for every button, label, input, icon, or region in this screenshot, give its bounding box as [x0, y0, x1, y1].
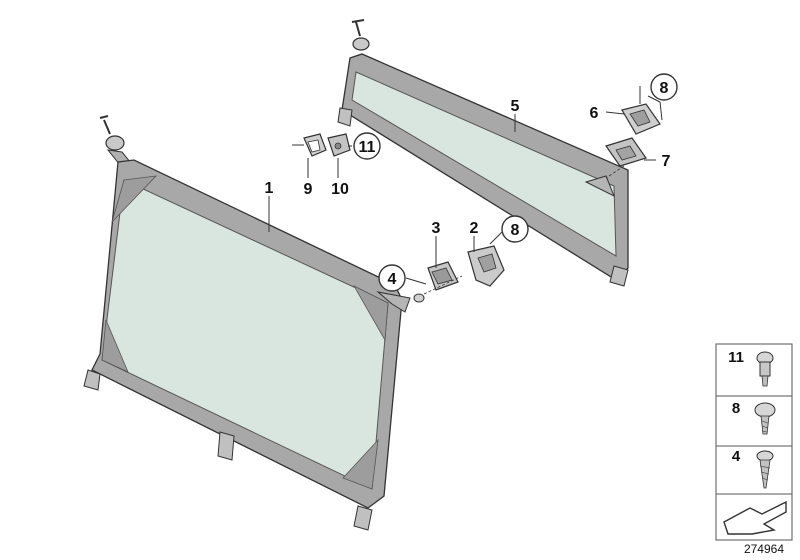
upper-net-panel — [351, 71, 617, 257]
svg-text:1: 1 — [265, 180, 274, 197]
svg-text:9: 9 — [304, 181, 313, 198]
svg-text:5: 5 — [511, 98, 520, 115]
callout-8-lower: 8 — [501, 215, 529, 243]
pan-head-screw-icon — [754, 402, 776, 435]
callout-4: 4 — [378, 264, 406, 292]
part-6-bracket[interactable] — [621, 103, 661, 135]
svg-text:11: 11 — [728, 349, 744, 366]
part-9-clip[interactable] — [292, 133, 327, 157]
svg-text:11: 11 — [359, 139, 376, 156]
svg-text:10: 10 — [331, 181, 349, 198]
callout-9: 9 — [304, 181, 313, 198]
fastener-legend: 11 8 4 — [715, 343, 793, 541]
legend-row-11: 11 — [728, 349, 774, 387]
callout-5: 5 — [511, 98, 520, 115]
svg-text:8: 8 — [660, 80, 669, 97]
partition-net-upper[interactable] — [337, 19, 629, 287]
callout-10: 10 — [331, 181, 349, 198]
upper-net-top-hook — [351, 19, 370, 51]
callout-1: 1 — [265, 180, 274, 197]
part-7-bracket[interactable] — [605, 137, 647, 179]
callout-11: 11 — [353, 132, 381, 160]
direction-arrow-icon — [723, 500, 787, 535]
shoulder-bolt-icon — [756, 351, 774, 387]
leader-lines — [268, 86, 663, 285]
part-4-screw[interactable] — [413, 275, 463, 303]
callout-6: 6 — [590, 105, 599, 122]
svg-text:7: 7 — [662, 153, 671, 170]
svg-text:2: 2 — [470, 220, 479, 237]
callout-8-upper: 8 — [650, 73, 678, 101]
svg-text:8: 8 — [732, 400, 740, 417]
svg-text:6: 6 — [590, 105, 599, 122]
svg-text:3: 3 — [432, 220, 441, 237]
svg-text:4: 4 — [388, 271, 397, 288]
legend-row-8: 8 — [732, 400, 776, 435]
part-10-clip[interactable] — [327, 133, 351, 157]
catalog-number: 274964 — [744, 542, 784, 556]
large-net-bottom-clips — [83, 369, 373, 531]
self-tapping-screw-icon — [756, 450, 774, 489]
callout-7: 7 — [662, 153, 671, 170]
partition-net-large[interactable] — [83, 115, 411, 531]
legend-row-4: 4 — [732, 448, 774, 489]
part-3-bracket[interactable] — [427, 261, 459, 291]
callout-3: 3 — [432, 220, 441, 237]
svg-text:8: 8 — [511, 222, 520, 239]
part-2-holder[interactable] — [467, 245, 505, 287]
upper-net-bottom-clips — [337, 107, 629, 287]
svg-text:4: 4 — [732, 448, 741, 465]
callout-2: 2 — [470, 220, 479, 237]
